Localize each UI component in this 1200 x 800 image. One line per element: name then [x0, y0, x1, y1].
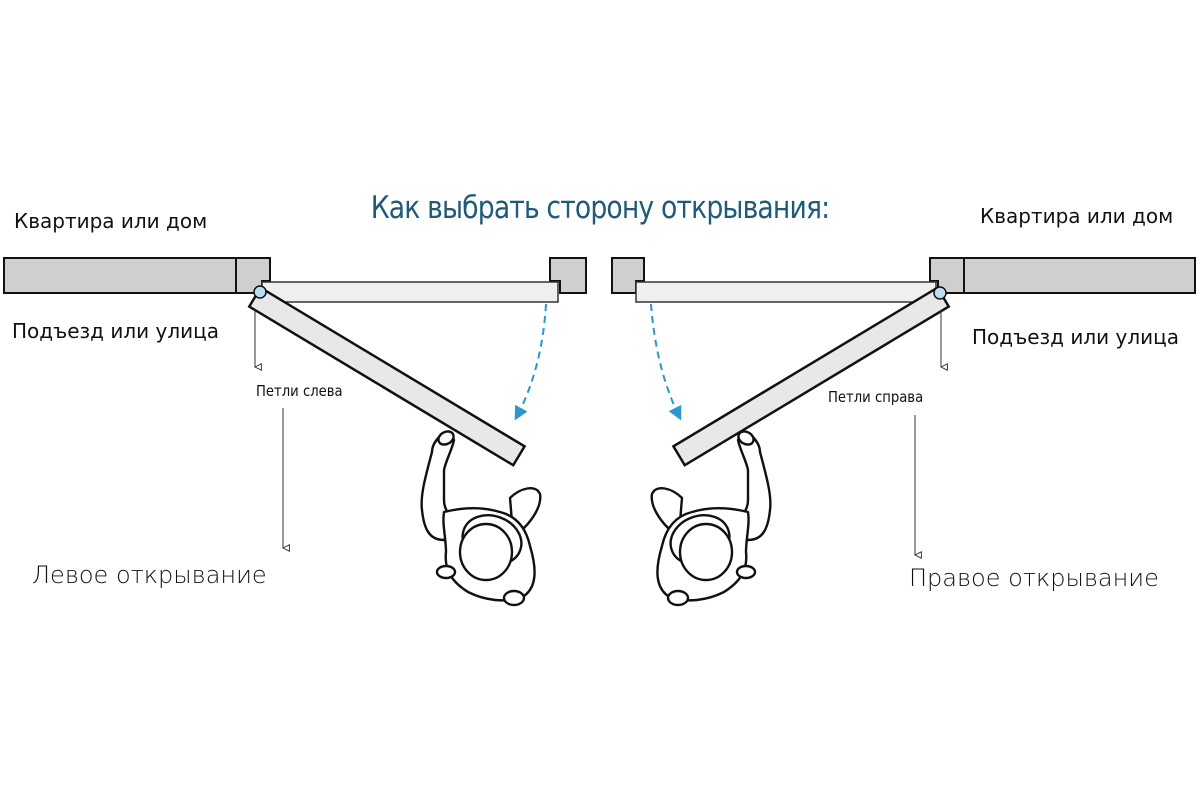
right-opening-label: Правое открывание — [909, 564, 1159, 592]
left-opening-label: Левое открывание — [32, 561, 267, 589]
left-hinge-label: Петли слева — [256, 382, 343, 400]
right-hinge-label: Петли справа — [828, 388, 924, 406]
left-wall — [3, 257, 237, 294]
person-topview-icon — [420, 430, 542, 607]
right-inside-label: Квартира или дом — [980, 204, 1174, 228]
right-wall — [963, 257, 1196, 294]
hinge-icon — [253, 285, 267, 299]
right-jamb-hinge — [929, 257, 965, 294]
hinge-icon — [933, 286, 947, 300]
swing-arrow-icon — [514, 303, 547, 421]
page-title: Как выбрать сторону открывания: — [370, 190, 830, 226]
right-door-closed — [635, 281, 937, 303]
left-door-scheme — [3, 257, 587, 548]
left-door-open — [247, 285, 527, 467]
person-topview-icon — [650, 430, 772, 607]
swing-arrow-icon — [650, 303, 682, 421]
left-jamb-lock — [549, 257, 587, 294]
right-door-open — [671, 285, 951, 467]
right-outside-label: Подъезд или улица — [972, 325, 1179, 349]
right-door-scheme — [611, 257, 1196, 555]
left-door-closed — [261, 281, 559, 303]
left-inside-label: Квартира или дом — [14, 209, 208, 233]
left-outside-label: Подъезд или улица — [12, 319, 219, 343]
